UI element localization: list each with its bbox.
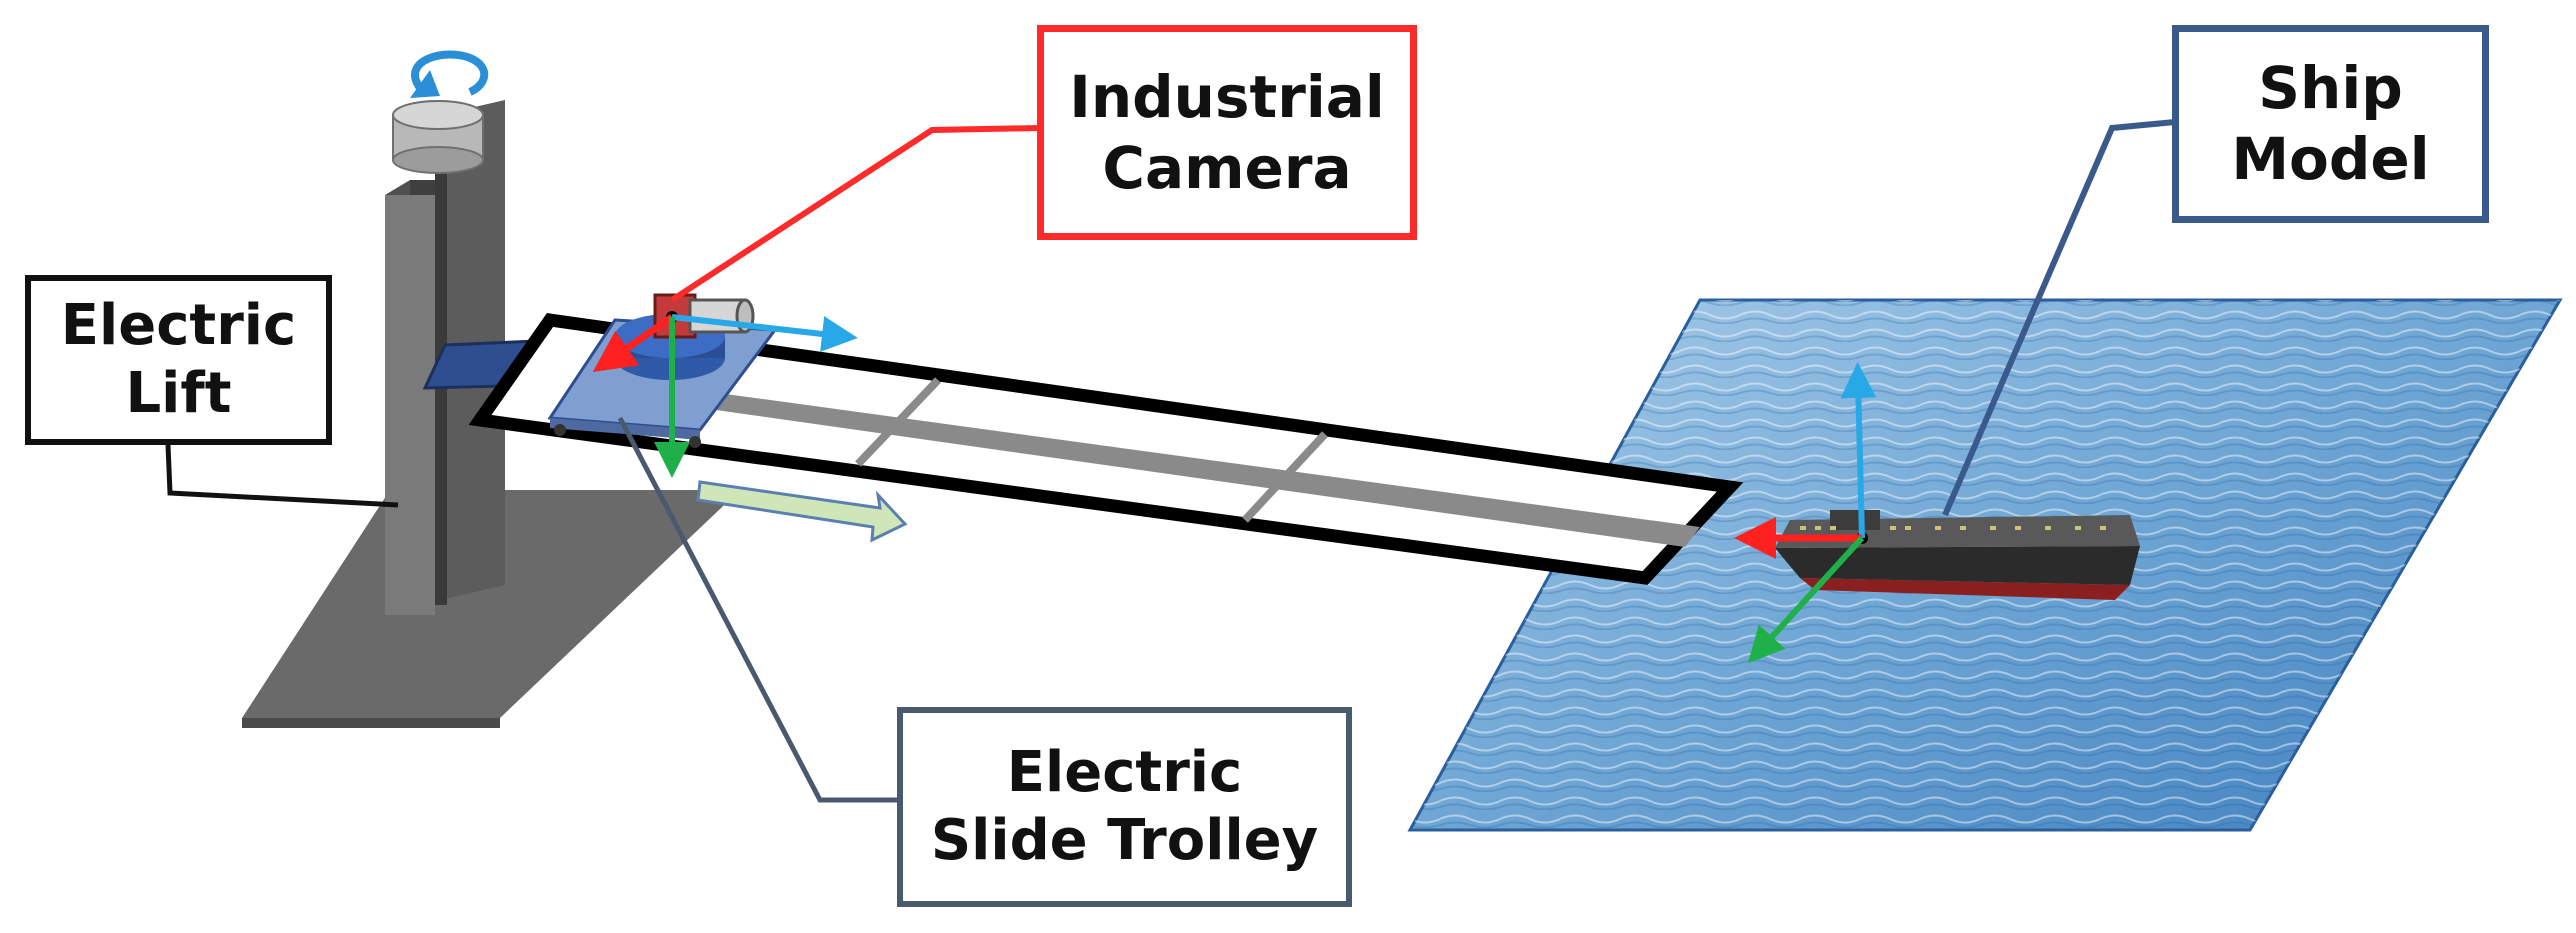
lift-callout-line (165, 444, 399, 508)
camera-callout-line (670, 125, 1041, 303)
electric-slide-trolley-label-line2: Slide Trolley (930, 808, 1319, 873)
rotation-arrow-icon (410, 50, 489, 98)
industrial-camera-label: Industrial Camera (1037, 25, 1417, 240)
ship-model-label-line1: Ship (2258, 54, 2403, 123)
ship-axes (1734, 362, 1877, 664)
motion-direction-arrow-icon (696, 480, 908, 543)
trolley-callout-line (617, 416, 900, 803)
electric-lift (242, 100, 740, 728)
electric-slide-trolley-label: Electric Slide Trolley (897, 707, 1352, 907)
ship-model (1775, 510, 2140, 600)
ship-model-label: Ship Model (2172, 25, 2489, 223)
industrial-camera-label-line2: Camera (1102, 133, 1352, 202)
electric-lift-label-line1: Electric (60, 292, 297, 358)
camera-axes (592, 314, 858, 478)
electric-lift-label: Electric Lift (25, 275, 332, 445)
electric-lift-label-line2: Lift (125, 361, 232, 426)
ship-model-label-line2: Model (2231, 125, 2430, 193)
industrial-camera-label-line1: Industrial (1069, 62, 1385, 131)
electric-slide-trolley-label-line1: Electric (1006, 739, 1243, 805)
ship-callout-line (1942, 119, 2176, 517)
slide-rail (468, 313, 1744, 585)
